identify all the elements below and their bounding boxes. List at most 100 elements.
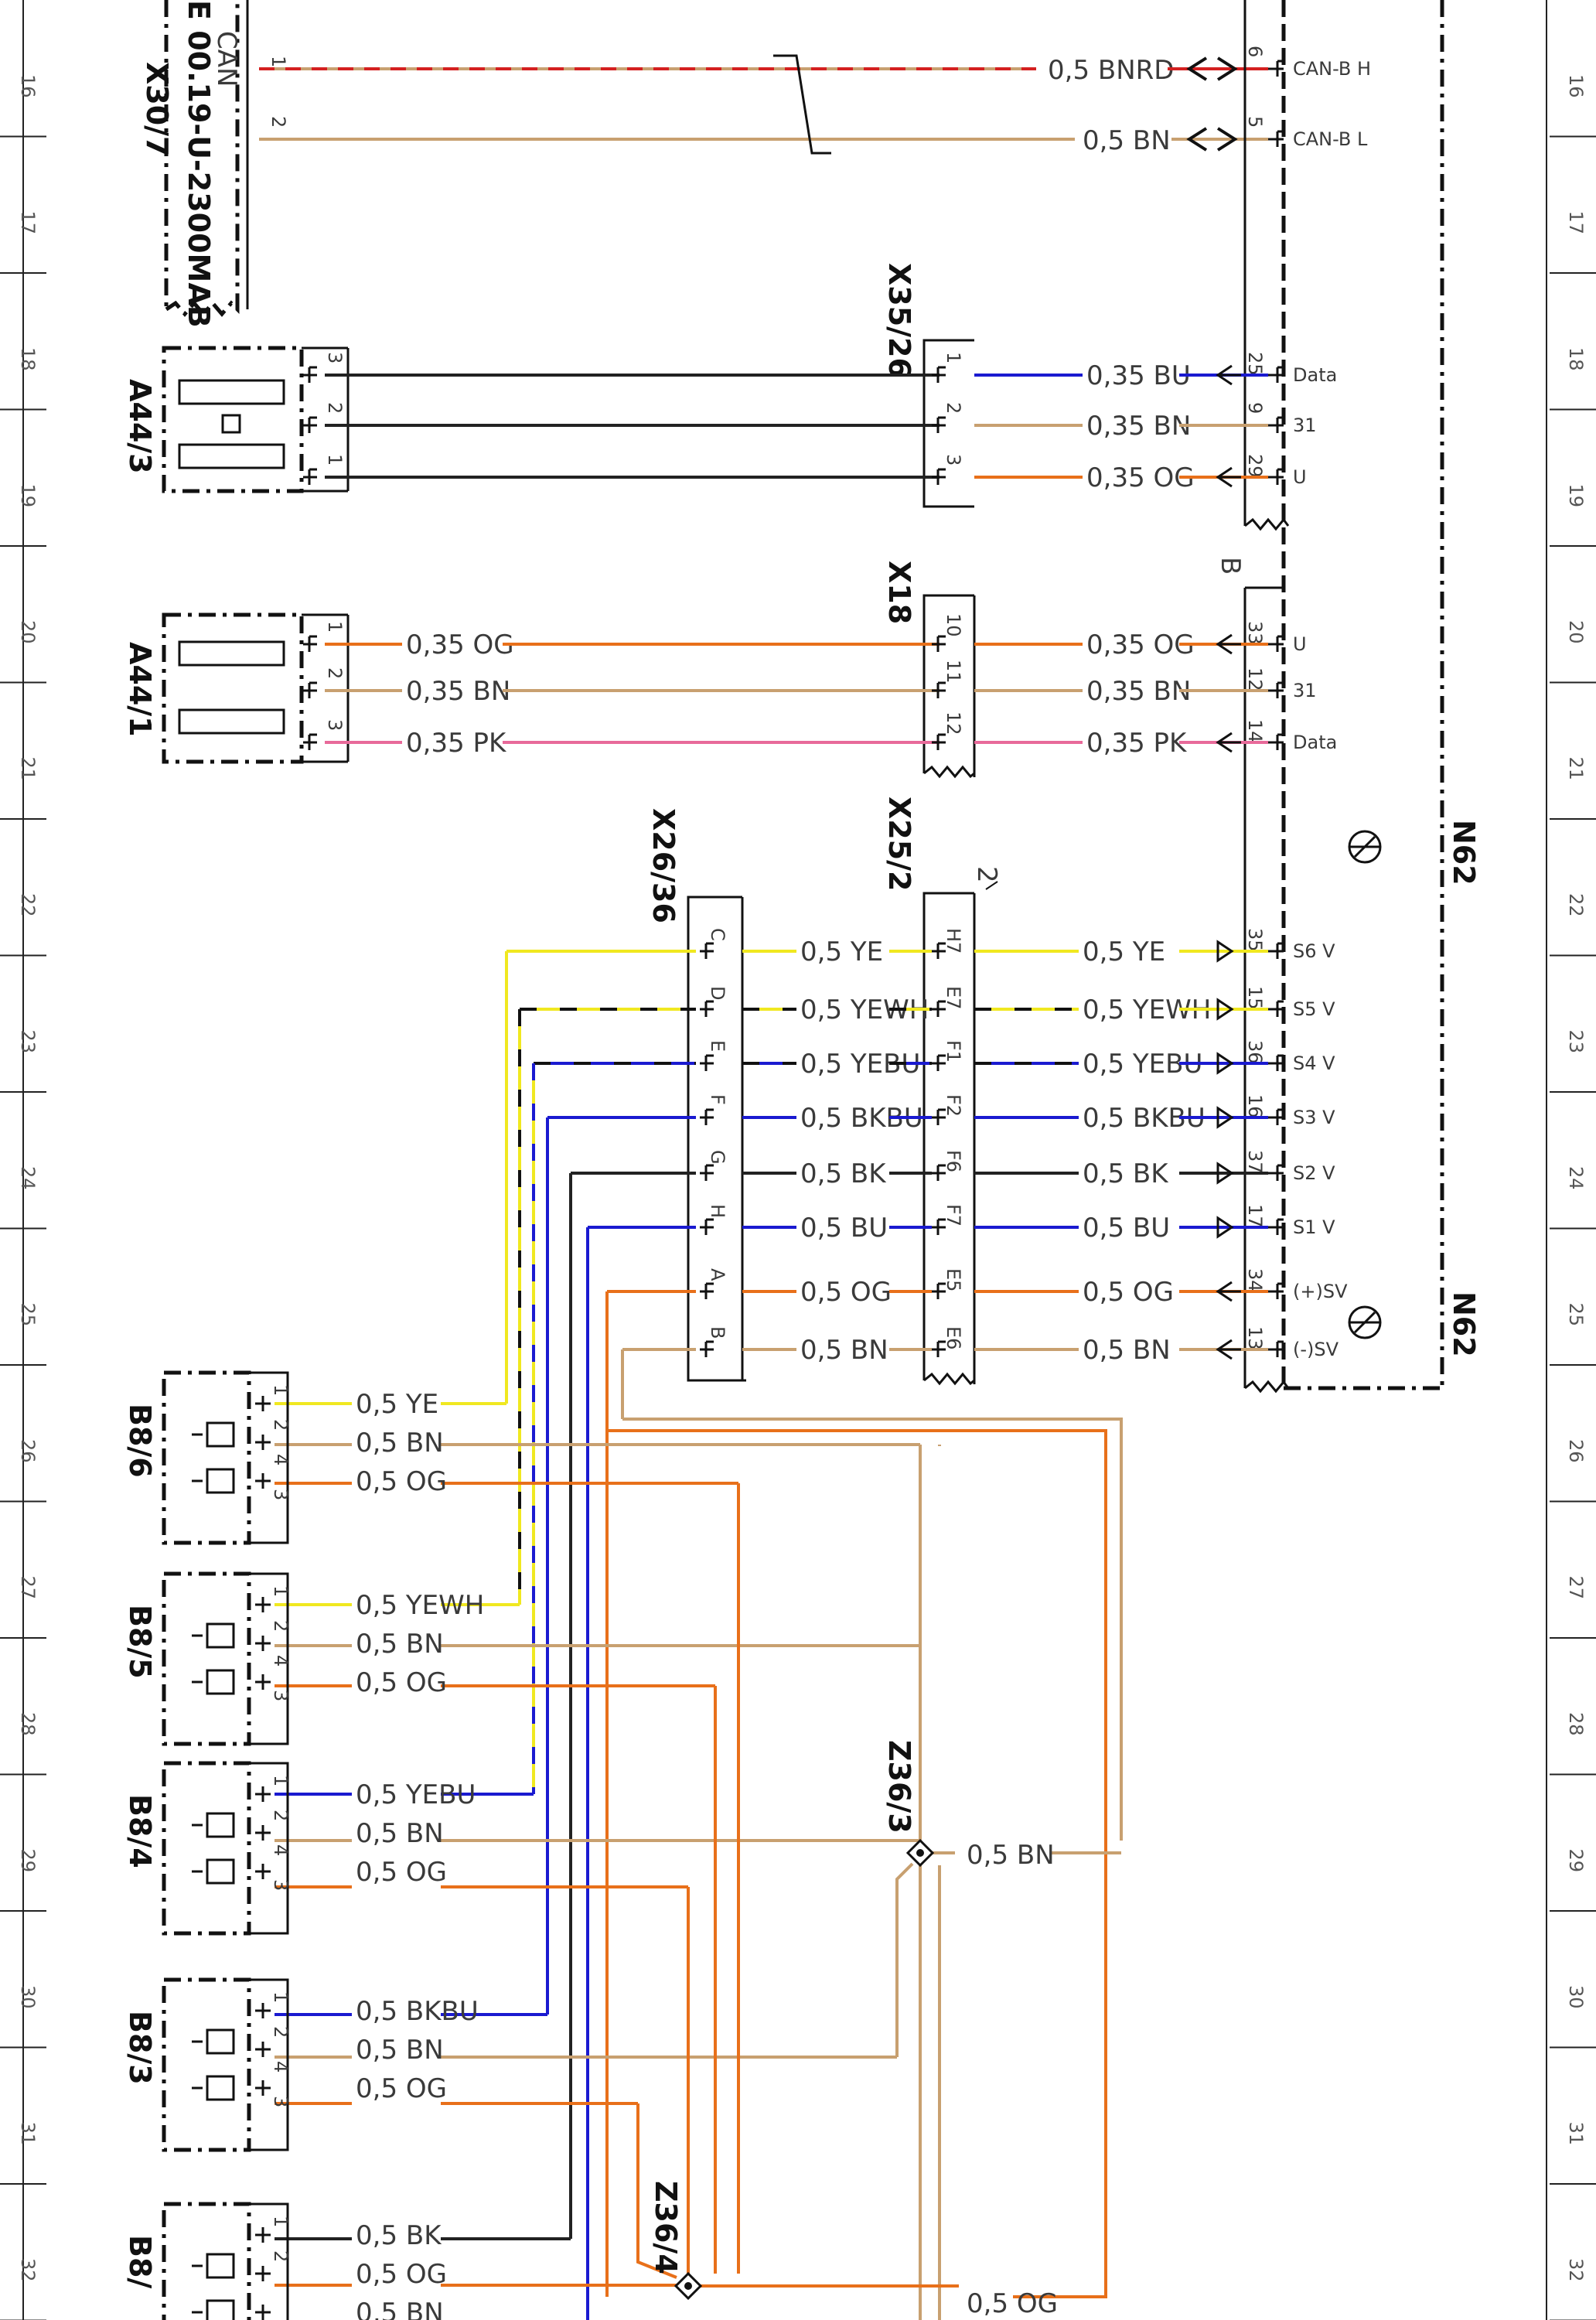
sensor-pin-number: 3	[270, 1690, 292, 1701]
ecu-pin-number: 14	[1244, 719, 1266, 743]
wire-label-can-l: 0,5 BN	[1083, 125, 1171, 156]
ecu-signal-name: CAN-B L	[1293, 128, 1368, 150]
sensor-b82: B8/120,5 BK0,5 OG0,5 BN	[123, 2202, 447, 2320]
sensor-label: B8/3	[123, 2011, 157, 2085]
x25-pin-number: E5	[943, 1268, 964, 1291]
ecu-signal-name: Data	[1293, 732, 1337, 753]
wire-label: 0,35 PK	[406, 728, 507, 759]
row-number-left: 27	[17, 1576, 39, 1600]
x30-pin-1: 1	[268, 56, 289, 67]
wire-label: 0,5 BN	[1083, 1335, 1171, 1366]
a44-3-pin-number: 1	[324, 454, 346, 466]
row-number-left: 28	[17, 1712, 39, 1736]
wire-label: 0,5 YE	[1083, 937, 1165, 967]
sensor-pin-number: 2	[270, 1419, 292, 1431]
x26-pin-number: A	[707, 1268, 728, 1281]
a44-3-module: A44/3	[123, 346, 350, 493]
x30-bus-label: CAN	[211, 31, 242, 87]
ecu-pin-number: 12	[1244, 667, 1266, 691]
sensor-wire-label: 0,5 OG	[356, 1857, 447, 1888]
sensor-pin-number: 1	[270, 1384, 292, 1396]
sensor-wire-label: 0,5 YEWH	[356, 1590, 484, 1621]
a44-1-pin-number: 3	[324, 719, 346, 731]
x35-pin-number: 3	[943, 454, 964, 466]
wire-label: 0,5 BK	[800, 1158, 887, 1189]
wire-label: 0,5 YE	[800, 937, 883, 967]
row-number-left: 31	[17, 2122, 39, 2146]
z36-4-label: Z36/4	[649, 2181, 683, 2274]
ecu-signal-name: S3 V	[1293, 1107, 1335, 1128]
sensor-label: B8/	[123, 2235, 157, 2288]
sensor-pin-number: 4	[270, 2061, 292, 2073]
n62-label-upper: N62	[1447, 820, 1481, 885]
ecu-pin-number: 15	[1244, 986, 1266, 1010]
row-number-right: 20	[1565, 620, 1587, 644]
ecu-signal-name: (+)SV	[1293, 1281, 1348, 1302]
sensor-pin-number: 1	[270, 1775, 292, 1786]
wire-label: 0,5 BK	[1083, 1158, 1169, 1189]
row-number-right: 27	[1565, 1576, 1587, 1600]
row-number-left: 16	[17, 74, 39, 98]
ecu-pin-number: 29	[1244, 454, 1266, 478]
x18-pin-number: 12	[943, 711, 964, 735]
sensor-pin-number: 1	[270, 2216, 292, 2227]
row-number-right: 25	[1565, 1303, 1587, 1327]
x25-pin-number: E7	[943, 986, 964, 1009]
x26-pin-number: D	[707, 986, 728, 1000]
ecu-pin-number: 16	[1244, 1094, 1266, 1118]
sensor-pin-number: 3	[270, 2096, 292, 2107]
x35-pin-number: 2	[943, 402, 964, 414]
row-number-right: 21	[1565, 757, 1587, 781]
x26-36-connector: X26/36	[646, 808, 746, 1382]
x26-pin-number: E	[707, 1040, 728, 1052]
a44-1-module: A44/1	[123, 612, 350, 764]
z36-3-label: Z36/3	[882, 1740, 916, 1834]
sensor-pin-number: 4	[270, 1655, 292, 1667]
ecu-signal-name: S5 V	[1293, 998, 1335, 1020]
sensor-pin-number: 2	[270, 1620, 292, 1632]
sensor-label: B8/6	[123, 1404, 157, 1478]
sensor-wire-label: 0,5 BN	[356, 2298, 444, 2320]
x30-sub-label: E 00.19-U-2300MAB	[182, 0, 216, 328]
ecu-signal-name: CAN-B H	[1293, 58, 1371, 80]
ecu-signal-name: (-)SV	[1293, 1339, 1339, 1360]
row-number-right: 22	[1565, 893, 1587, 917]
row-number-left: 21	[17, 757, 39, 781]
ecu-pin-number: 25	[1244, 352, 1266, 376]
wire-label: 0,35 BN	[406, 676, 510, 707]
sensor-wire-label: 0,5 BN	[356, 1629, 444, 1660]
x25-pin-number: F7	[943, 1204, 964, 1227]
ground-symbol-icon	[1348, 1305, 1382, 1339]
wire-label: 0,5 BN	[800, 1335, 888, 1366]
row-number-left: 29	[17, 1849, 39, 1873]
x30-connector: CAN E 00.19-U-2300MAB X30/7 1 2	[140, 0, 289, 328]
sensor-wire-label: 0,5 BK	[356, 2220, 442, 2251]
sensor-pin-number: 4	[270, 1844, 292, 1856]
x35-pin-number: 1	[943, 352, 964, 363]
ground-symbol-icon	[1348, 830, 1382, 864]
row-number-left: 23	[17, 1030, 39, 1054]
n62-label-lower: N62	[1447, 1291, 1481, 1357]
sensor-wire-label: 0,5 BN	[356, 2035, 444, 2066]
wire-label-can-h: 0,5 BNRD	[1048, 55, 1174, 86]
x26-36-label: X26/36	[646, 808, 680, 923]
x35-26-label: X35/26	[882, 263, 916, 378]
ecu-signal-name: 31	[1293, 680, 1317, 701]
x25-pin-number: F6	[943, 1150, 964, 1172]
z36-4-wire-label: 0,5 OG	[967, 2288, 1058, 2319]
sensor-wire-label: 0,5 OG	[356, 1466, 447, 1497]
wire-label: 0,5 BU	[1083, 1213, 1170, 1244]
ecu-signal-name: S1 V	[1293, 1216, 1335, 1238]
ecu-pin-number: 37	[1244, 1150, 1266, 1174]
ecu-pin-number: 34	[1244, 1268, 1266, 1292]
x26-pin-number: F	[707, 1094, 728, 1105]
x25-pin-number: F2	[943, 1094, 964, 1117]
row-number-right: 16	[1565, 74, 1587, 98]
sensor-wire-label: 0,5 BN	[356, 1818, 444, 1849]
row-number-right: 18	[1565, 347, 1587, 371]
x26-pin-number: G	[707, 1150, 728, 1165]
x25-2-label: X25/2	[882, 797, 916, 892]
